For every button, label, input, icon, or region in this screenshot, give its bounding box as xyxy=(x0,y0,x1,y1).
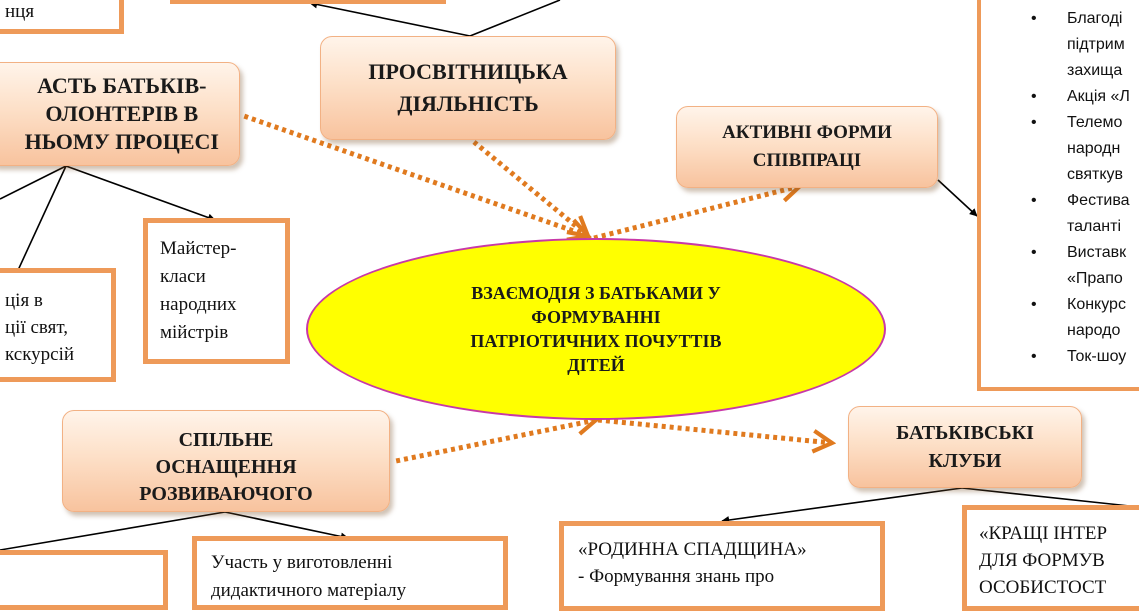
active-forms-list-item: Виставк «Прапо xyxy=(981,240,1139,292)
active-forms-list-item-line: Акція «Л xyxy=(1067,88,1130,105)
active-forms-list-item-line: Конкурс xyxy=(1067,296,1126,313)
dotted-arrows xyxy=(243,113,832,464)
rodynna-spadshchyna-box: «РОДИННА СПАДЩИНА» - Формування знань пр… xyxy=(559,521,885,611)
node-uchast-batkiv: АСТЬ БАТЬКІВ- ОЛОНТЕРІВ В НЬОМУ ПРОЦЕСІ xyxy=(0,62,240,166)
bottom-left-fragment-box xyxy=(0,550,168,610)
node-prosvitnytska: ПРОСВІТНИЦЬКА ДІЯЛЬНІСТЬ xyxy=(320,36,616,140)
krashchi-text: «КРАЩІ ІНТЕР ДЛЯ ФОРМУВ ОСОБИСТОСТ xyxy=(979,523,1108,598)
krashchi-box: «КРАЩІ ІНТЕР ДЛЯ ФОРМУВ ОСОБИСТОСТ xyxy=(962,505,1139,611)
node-aktyvni-formy: АКТИВНІ ФОРМИ СПІВПРАЦІ xyxy=(676,106,938,188)
node-prosvitnytska-label: ПРОСВІТНИЦЬКА ДІЯЛЬНІСТЬ xyxy=(368,59,568,116)
active-forms-list-item-line: Благоді xyxy=(1067,10,1123,27)
active-forms-list-item-line: народн xyxy=(1067,140,1121,157)
active-forms-list-item: Фестива таланті xyxy=(981,188,1139,240)
node-uchast-batkiv-label: АСТЬ БАТЬКІВ- ОЛОНТЕРІВ В НЬОМУ ПРОЦЕСІ xyxy=(24,73,219,154)
active-forms-list-item-line: Ток-шоу xyxy=(1067,348,1127,365)
maister-klasy-box: Майстер- класи народних мійстрів xyxy=(143,218,290,364)
arrow-to-kluby xyxy=(597,417,832,443)
top-center-fragment-box xyxy=(170,0,446,4)
node-spilne-label: СПІЛЬНЕ ОСНАЩЕННЯ РОЗВИВАЮЧОГО xyxy=(139,429,313,505)
uchast-vygotovlenni-box: Участь у виготовленні дидактичного матер… xyxy=(192,536,508,610)
active-forms-list-item: Ток-шоу xyxy=(981,344,1139,370)
node-kluby-label: БАТЬКІВСЬКІ КЛУБИ xyxy=(896,422,1034,472)
active-forms-list-item-line: Виставк xyxy=(1067,244,1127,261)
active-forms-list-item-line: підтрим xyxy=(1067,36,1125,53)
active-forms-list-item-line: народо xyxy=(1067,322,1121,339)
left-fragment-text: ція в ції свят, кскурсій xyxy=(5,290,75,365)
maister-klasy-text: Майстер- класи народних мійстрів xyxy=(160,238,237,343)
arrow-to-prosvitnytska xyxy=(472,140,588,236)
active-forms-list-item-line: Телемо xyxy=(1067,114,1123,131)
top-left-fragment-text: нця xyxy=(5,1,35,22)
arrow-to-aktyvni-formy xyxy=(593,186,800,241)
node-aktyvni-formy-label: АКТИВНІ ФОРМИ СПІВПРАЦІ xyxy=(722,122,892,171)
active-forms-list-item: Благоді підтрим захища xyxy=(981,6,1139,84)
active-forms-list-item-line: захища xyxy=(1067,62,1123,79)
left-fragment-box: ція в ції свят, кскурсій xyxy=(0,268,116,382)
rodynna-spadshchyna-text: «РОДИННА СПАДЩИНА» - Формування знань пр… xyxy=(578,539,807,587)
active-forms-list: Благоді підтрим захищаАкція «Л Телемо народн… xyxy=(981,6,1139,370)
active-forms-list-item-line: Фестива xyxy=(1067,192,1130,209)
top-left-fragment-box: нця xyxy=(0,0,124,34)
connector-layer xyxy=(0,0,1139,551)
active-forms-list-item: Акція «Л xyxy=(981,84,1139,110)
active-forms-list-item-line: таланті xyxy=(1067,218,1121,235)
active-forms-list-item-line: «Прапо xyxy=(1067,270,1123,287)
center-ellipse: ВЗАЄМОДІЯ З БАТЬКАМИ У ФОРМУВАННІ ПАТРІО… xyxy=(306,238,886,420)
node-batkivski-kluby: БАТЬКІВСЬКІ КЛУБИ xyxy=(848,406,1082,488)
black-connectors xyxy=(0,0,1139,551)
active-forms-list-item-line: святкув xyxy=(1067,166,1123,183)
arrow-to-spilne xyxy=(395,420,596,464)
active-forms-list-item: Телемо народн святкув xyxy=(981,110,1139,188)
active-forms-list-item: Конкурс народо xyxy=(981,292,1139,344)
center-title: ВЗАЄМОДІЯ З БАТЬКАМИ У ФОРМУВАННІ ПАТРІО… xyxy=(470,283,722,375)
active-forms-list-box: Благоді підтрим захищаАкція «Л Телемо народн… xyxy=(977,0,1139,391)
node-spilne-osnashchennia: СПІЛЬНЕ ОСНАЩЕННЯ РОЗВИВАЮЧОГО xyxy=(62,410,390,512)
uchast-vygotovlenni-text: Участь у виготовленні дидактичного матер… xyxy=(211,552,407,601)
